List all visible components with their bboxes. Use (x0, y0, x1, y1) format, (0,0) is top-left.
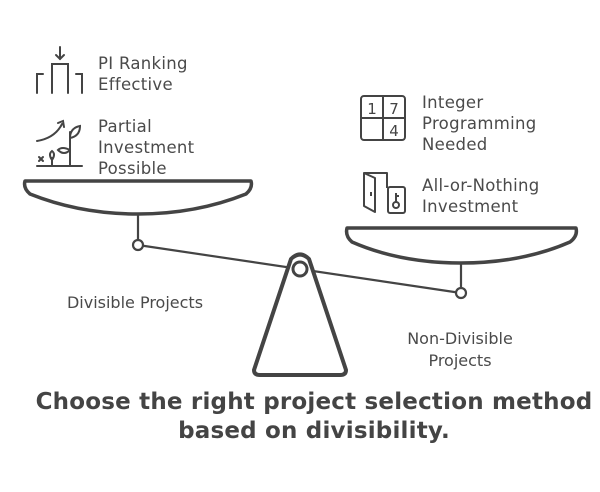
item-line: Possible (98, 159, 167, 178)
left-pan-label: Divisible Projects (66, 293, 204, 312)
item-partial-investment: Partial Investment Possible (98, 116, 194, 179)
grid-digit: 4 (389, 122, 399, 140)
right-pivot (454, 286, 468, 300)
item-line: PI Ranking (98, 54, 188, 73)
item-line: Investment (98, 138, 195, 157)
left-pivot (131, 238, 145, 252)
label-line: Projects (428, 351, 492, 370)
item-line: Partial (98, 117, 152, 136)
item-line: All-or-Nothing (422, 176, 540, 195)
caption-line: Choose the right project selection metho… (35, 389, 593, 415)
item-line: Needed (422, 135, 488, 154)
fulcrum (252, 252, 348, 377)
item-all-or-nothing: All-or-Nothing Investment (422, 175, 540, 217)
item-line: Integer (422, 93, 484, 112)
item-pi-ranking: PI Ranking Effective (98, 53, 188, 95)
ranking-podium-icon (36, 46, 83, 94)
right-pan-label: Non-Divisible Projects (380, 328, 540, 372)
caption: Choose the right project selection metho… (0, 388, 600, 446)
left-pan (22, 179, 254, 216)
grid-digit: 7 (389, 100, 399, 118)
grid-digit: 1 (367, 100, 377, 118)
item-line: Programming (422, 114, 537, 133)
caption-line: based on divisibility. (178, 418, 450, 444)
item-line: Effective (98, 75, 173, 94)
item-line: Investment (422, 197, 519, 216)
growth-plant-icon (36, 119, 83, 167)
right-pan (344, 226, 579, 265)
fulcrum-pin (291, 260, 309, 278)
item-integer-programming: Integer Programming Needed (422, 92, 537, 155)
door-lock-icon (363, 172, 406, 214)
number-grid-icon: 1 7 4 (360, 95, 406, 141)
label-line: Non-Divisible (407, 329, 513, 348)
